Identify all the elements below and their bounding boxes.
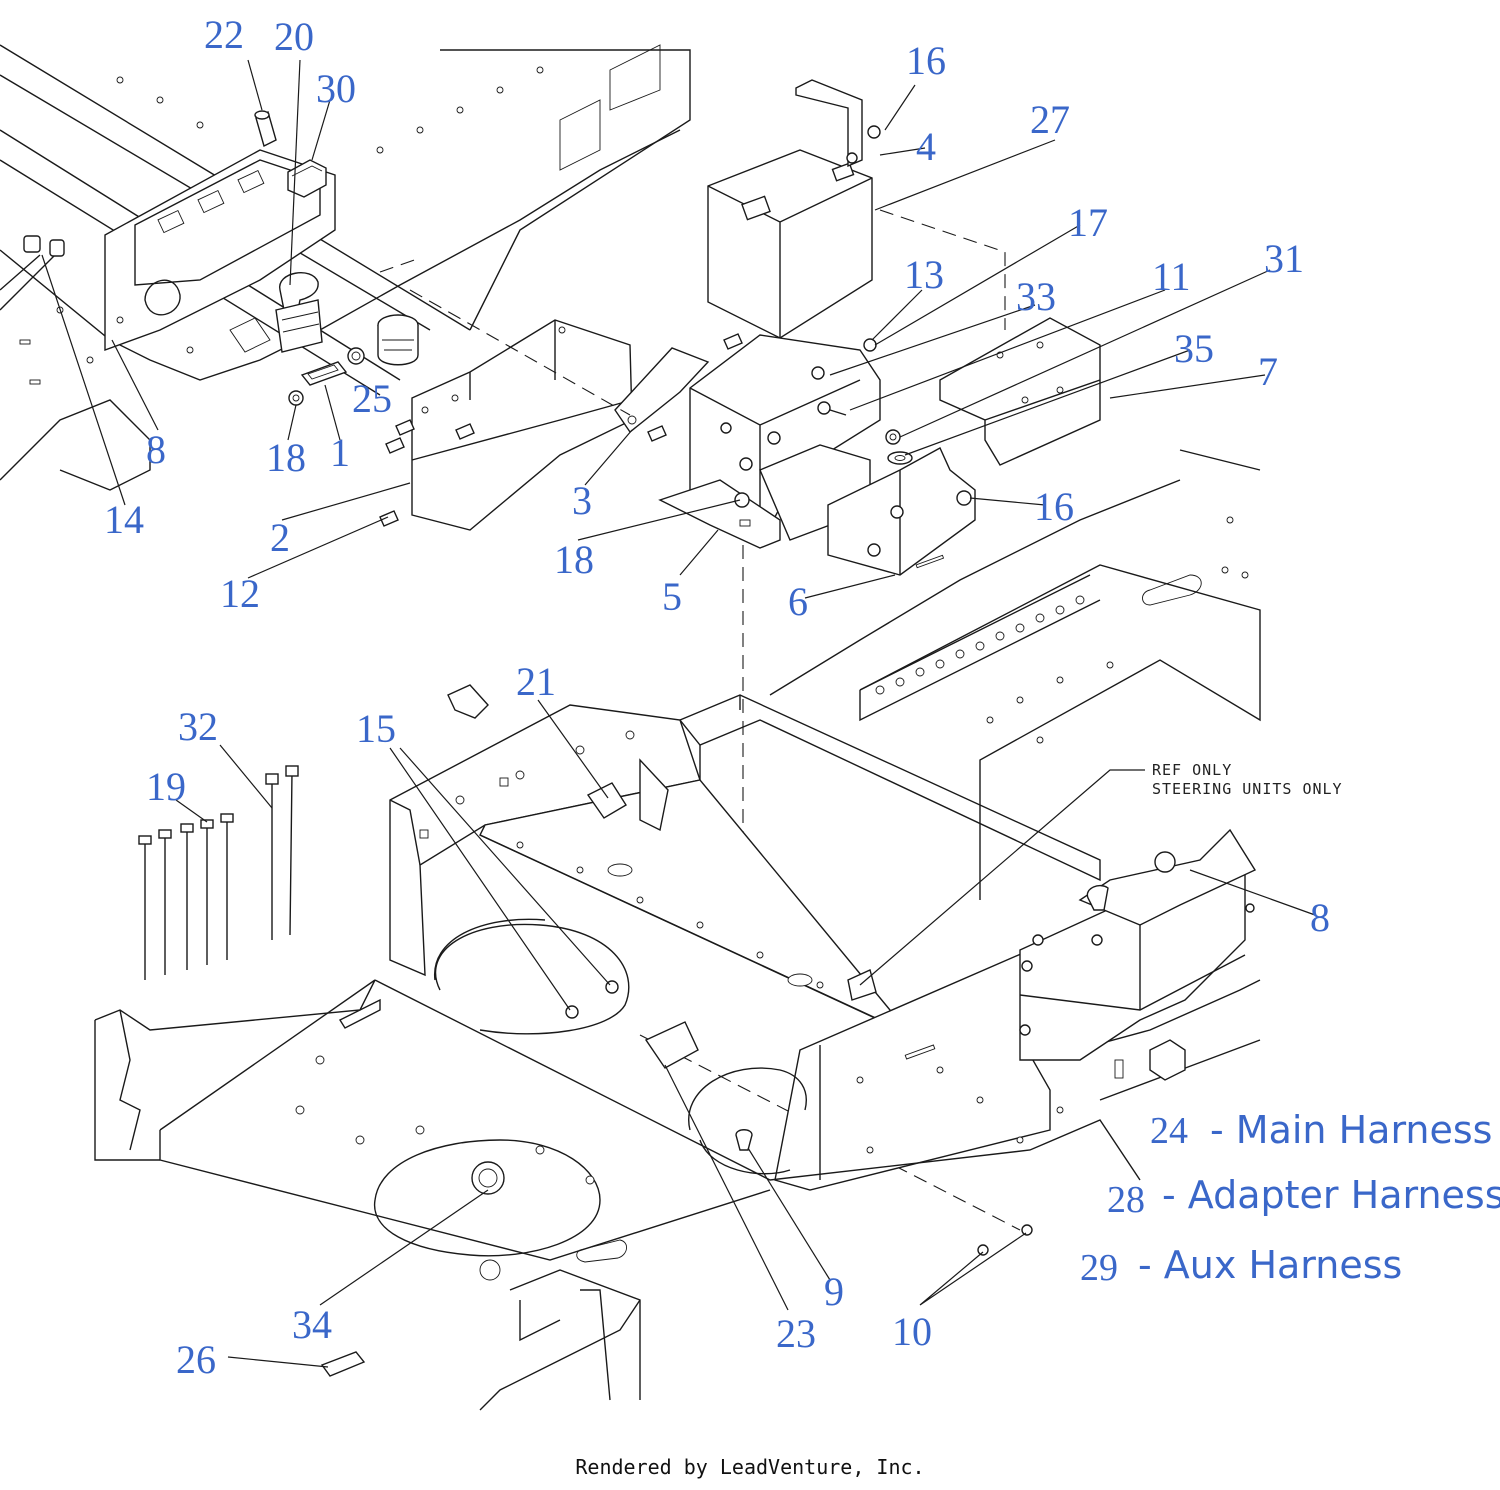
callout-8a: 8 xyxy=(146,427,166,472)
clamp-6 xyxy=(827,447,976,576)
callout-19: 19 xyxy=(146,764,186,809)
bezel-1 xyxy=(288,361,348,406)
callout-35: 35 xyxy=(1174,326,1214,371)
callout-32: 32 xyxy=(178,704,218,749)
callout-2: 2 xyxy=(270,515,290,560)
lower-console-8 xyxy=(1019,828,1257,1061)
ignition-switch-25 xyxy=(347,314,419,366)
lower-hardware xyxy=(320,684,1033,1377)
legend-label-aux: - Aux Harness xyxy=(1138,1243,1402,1287)
callout-15: 15 xyxy=(356,706,396,751)
callout-18a: 18 xyxy=(266,435,306,480)
bracket-3 xyxy=(614,347,710,434)
callout-31: 31 xyxy=(1264,236,1304,281)
callout-30: 30 xyxy=(316,66,356,111)
callout-6: 6 xyxy=(788,579,808,624)
callout-9: 9 xyxy=(824,1269,844,1314)
legend-number-adapter: 28 xyxy=(1107,1179,1145,1221)
lower-frame xyxy=(94,449,1261,1411)
callout-22: 22 xyxy=(204,12,244,57)
switch-30 xyxy=(287,159,327,198)
pto-switch-20 xyxy=(275,272,323,353)
ref-note-line-2: STEERING UNITS ONLY xyxy=(1152,780,1343,798)
cable-ties xyxy=(138,765,299,980)
battery-27 xyxy=(707,79,881,339)
callout-11: 11 xyxy=(1152,254,1191,299)
callout-12: 12 xyxy=(220,571,260,616)
battery-tray-5 xyxy=(658,334,881,549)
callout-25: 25 xyxy=(352,376,392,421)
callout-18b: 18 xyxy=(554,537,594,582)
legend-number-main: 24 xyxy=(1150,1110,1188,1152)
callout-16a: 16 xyxy=(906,38,946,83)
callout-20: 20 xyxy=(274,14,314,59)
callout-labels: 22 20 30 16 4 27 17 13 33 11 31 35 7 8 1… xyxy=(104,12,1330,1382)
callout-3: 3 xyxy=(572,478,592,523)
exploded-view-drawing: 22 20 30 16 4 27 17 13 33 11 31 35 7 8 1… xyxy=(0,12,1500,1411)
callout-34: 34 xyxy=(292,1302,332,1347)
callout-5: 5 xyxy=(662,574,682,619)
callout-26: 26 xyxy=(176,1337,216,1382)
legend-label-adapter: - Adapter Harness xyxy=(1162,1173,1500,1217)
console-shroud-2 xyxy=(411,319,633,531)
ref-note-line-1: REF ONLY xyxy=(1152,761,1232,779)
legend-number-aux: 29 xyxy=(1080,1247,1118,1289)
screws-12 xyxy=(379,333,743,527)
callout-33: 33 xyxy=(1016,274,1056,319)
callout-23: 23 xyxy=(776,1311,816,1356)
harness-legend: 24 - Main Harness 28 - Adapter Harness 2… xyxy=(1080,1108,1500,1289)
callout-13: 13 xyxy=(904,252,944,297)
callout-1: 1 xyxy=(330,430,350,475)
leader-lines xyxy=(41,59,1316,1368)
callout-10: 10 xyxy=(892,1309,932,1354)
ref-note: REF ONLY STEERING UNITS ONLY xyxy=(1152,761,1343,798)
explode-lines xyxy=(379,209,1021,1231)
callout-17: 17 xyxy=(1068,200,1108,245)
callout-14: 14 xyxy=(104,497,144,542)
callout-16b: 16 xyxy=(1034,484,1074,529)
harness-plug-14 xyxy=(0,235,65,311)
callout-7: 7 xyxy=(1258,349,1278,394)
footer-credit: Rendered by LeadVenture, Inc. xyxy=(575,1455,925,1479)
fuse-22 xyxy=(254,110,277,148)
callout-4: 4 xyxy=(916,124,936,169)
callout-21: 21 xyxy=(516,659,556,704)
callout-27: 27 xyxy=(1030,97,1070,142)
callout-8b: 8 xyxy=(1310,895,1330,940)
legend-label-main: - Main Harness xyxy=(1210,1108,1492,1152)
upper-mount-plate xyxy=(104,149,336,351)
